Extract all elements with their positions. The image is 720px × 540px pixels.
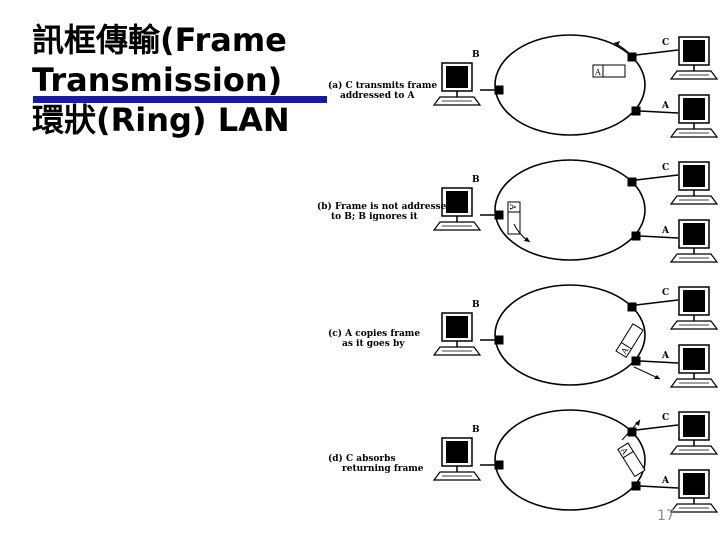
monitor-screen: [683, 415, 705, 437]
repeater-c: [627, 177, 637, 187]
caption-line: (b) Frame is not addressed: [317, 201, 453, 212]
monitor-screen: [683, 223, 705, 245]
station-c-label: C: [662, 163, 669, 173]
title-line-3: 環狀(Ring) LAN: [32, 101, 290, 139]
station-c-link: [635, 174, 679, 181]
repeater-c: [627, 302, 637, 312]
repeater-a: [631, 231, 641, 241]
repeater-a: [631, 481, 641, 491]
station-c-computer: [669, 411, 719, 455]
station-a-label: A: [661, 101, 670, 111]
monitor-screen: [446, 191, 468, 213]
caption-line: returning frame: [342, 464, 424, 474]
monitor-screen: [683, 40, 705, 62]
station-c-label: C: [662, 38, 669, 48]
repeater-c: [627, 427, 637, 437]
monitor-screen: [683, 98, 705, 120]
frame-box: [592, 64, 626, 78]
frame-box: [617, 442, 646, 478]
ring: [494, 159, 646, 261]
station-a-label: A: [661, 226, 670, 236]
frame-label: A: [508, 203, 517, 210]
repeater-b: [494, 85, 504, 95]
caption-line: addressed to A: [340, 91, 415, 101]
caption-line: as it goes by: [342, 339, 405, 349]
station-b-label: B: [472, 300, 480, 310]
frame-divider: [622, 451, 634, 459]
station-a-computer: [669, 94, 719, 138]
caption-line: to B; B ignores it: [331, 212, 418, 222]
station-a-link: [639, 110, 679, 114]
repeater-a: [631, 356, 641, 366]
ring: [494, 34, 646, 136]
station-c-computer: [669, 36, 719, 80]
station-b-computer: [432, 437, 482, 481]
title-underline: [33, 96, 327, 103]
frame-box: [615, 323, 644, 359]
station-a-link: [639, 485, 679, 489]
frame-packet: A: [592, 64, 626, 78]
station-a-computer: [669, 219, 719, 263]
monitor-screen: [446, 66, 468, 88]
slide-title: 訊框傳輸(Frame Transmission) 環狀(Ring) LAN: [32, 20, 332, 140]
arrow-head: [614, 41, 620, 46]
monitor-screen: [683, 348, 705, 370]
caption-line: (d) C absorbs: [328, 453, 396, 464]
station-b-label: B: [472, 50, 480, 60]
station-a-link: [639, 235, 679, 239]
monitor-screen: [446, 441, 468, 463]
frame-label: A: [594, 68, 601, 77]
frame-packet: A: [507, 201, 521, 235]
station-c-computer: [669, 161, 719, 205]
title-line-1: 訊框傳輸(Frame: [32, 21, 287, 59]
frame-box: [507, 201, 521, 235]
ring: [494, 284, 646, 386]
station-c-link: [635, 299, 679, 306]
station-a-link: [639, 360, 679, 364]
station-a-label: A: [661, 351, 670, 361]
station-b-computer: [432, 187, 482, 231]
monitor-screen: [683, 290, 705, 312]
station-b-label: B: [472, 175, 480, 185]
monitor-screen: [446, 316, 468, 338]
station-b-computer: [432, 62, 482, 106]
caption-line: (c) A copies frame: [328, 328, 420, 339]
repeater-c: [627, 52, 637, 62]
station-a-computer: [669, 469, 719, 513]
station-c-link: [635, 49, 679, 56]
arrow-head: [635, 420, 640, 426]
station-a-computer: [669, 344, 719, 388]
station-c-label: C: [662, 413, 669, 423]
frame-packet: A: [615, 323, 644, 359]
title-line-2: Transmission): [32, 61, 283, 99]
repeater-b: [494, 460, 504, 470]
station-c-label: C: [662, 288, 669, 298]
station-b-label: B: [472, 425, 480, 435]
frame-packet: A: [617, 442, 646, 478]
repeater-b: [494, 210, 504, 220]
frame-divider: [621, 342, 632, 350]
ring: [494, 409, 646, 511]
repeater-b: [494, 335, 504, 345]
station-a-label: A: [661, 476, 670, 486]
caption-line: (a) C transmits frame: [328, 80, 437, 91]
station-c-computer: [669, 286, 719, 330]
frame-label: A: [619, 346, 630, 357]
frame-label: A: [618, 445, 629, 456]
monitor-screen: [683, 473, 705, 495]
station-c-link: [635, 424, 679, 431]
arrow-head: [654, 375, 660, 379]
page-number: 17: [657, 508, 675, 524]
station-b-computer: [432, 312, 482, 356]
monitor-screen: [683, 165, 705, 187]
repeater-a: [631, 106, 641, 116]
arrow-head: [524, 237, 530, 242]
